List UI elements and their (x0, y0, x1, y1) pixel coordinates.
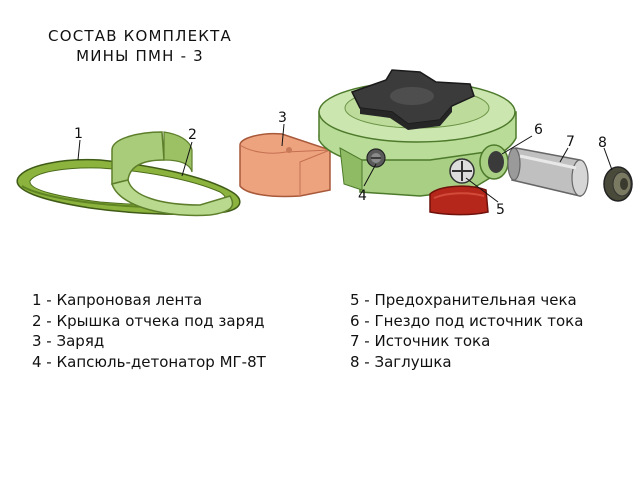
mine-kit-illustration: 1 2 3 4 5 6 7 8 (0, 60, 640, 235)
safety-pin (430, 186, 488, 214)
callout-6: 6 (534, 122, 543, 138)
callout-2: 2 (188, 127, 197, 143)
plug (604, 167, 632, 201)
title-line-1: СОСТАВ КОМПЛЕКТА (40, 26, 240, 46)
legend-item-7: 7 - Источник тока (350, 331, 583, 352)
legend-item-6: 6 - Гнездо под источник тока (350, 311, 583, 332)
legend-item-5: 5 - Предохранительная чека (350, 290, 583, 311)
legend-item-1: 1 - Капроновая лента (32, 290, 266, 311)
legend-item-4: 4 - Капсюль-детонатор МГ-8Т (32, 352, 266, 373)
legend-right-column: 5 - Предохранительная чека 6 - Гнездо по… (350, 290, 583, 372)
fuze-screw (450, 159, 474, 183)
legend-item-8: 8 - Заглушка (350, 352, 583, 373)
legend-item-3: 3 - Заряд (32, 331, 266, 352)
callout-4: 4 (358, 188, 367, 204)
callout-1: 1 (74, 126, 83, 142)
callout-3: 3 (278, 110, 287, 126)
charge-block (240, 134, 330, 197)
legend-left-column: 1 - Капроновая лента 2 - Крышка отчека п… (32, 290, 266, 372)
callout-5: 5 (496, 202, 505, 218)
callout-8: 8 (598, 135, 607, 151)
battery (508, 148, 588, 196)
battery-socket (480, 145, 508, 179)
legend-item-2: 2 - Крышка отчека под заряд (32, 311, 266, 332)
callout-7: 7 (566, 134, 575, 150)
